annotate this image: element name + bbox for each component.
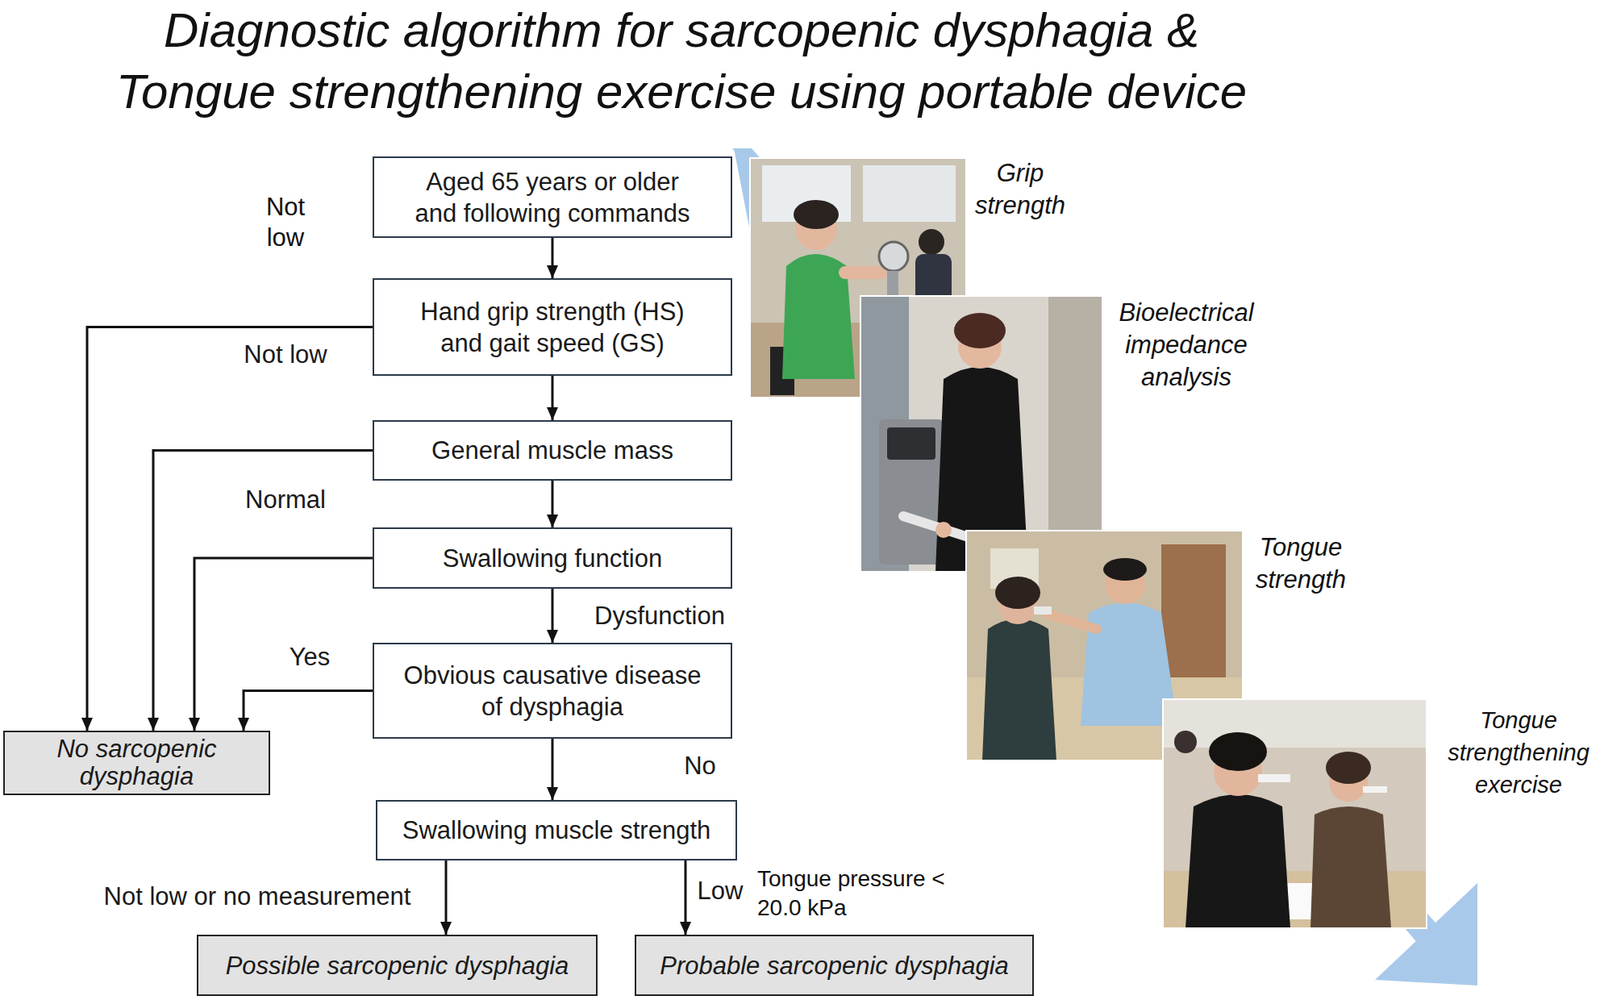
flow-arrow <box>194 558 373 731</box>
box-text: Aged 65 years or older and following com… <box>409 166 696 230</box>
photo-wall <box>1162 699 1427 748</box>
threshold-note: Tongue pressure < 20.0 kPa <box>757 864 951 923</box>
flow-arrow <box>684 860 688 935</box>
box-text: Obvious causative disease of dysphagia <box>397 659 709 723</box>
photo-person-hand <box>935 521 952 538</box>
edge-label: Yes <box>286 641 334 673</box>
flow-arrow <box>153 450 373 732</box>
photo-person-body <box>1310 806 1392 929</box>
process-box: Swallowing function <box>372 527 733 589</box>
outcome-box: Possible sarcopenic dysphagia <box>196 934 598 996</box>
flow-arrow <box>551 375 555 421</box>
branch-label: Not low <box>245 191 326 254</box>
photo-person-hair <box>995 576 1041 609</box>
diagram-title: Diagnostic algorithm for sarcopenic dysp… <box>96 0 1267 123</box>
edge-label: Normal <box>241 484 330 516</box>
photo-caption: Tongue strengthening exercise <box>1443 704 1594 801</box>
photo-wall <box>1162 699 1427 929</box>
flow-arrow <box>243 691 373 732</box>
flow-arrow <box>551 588 555 643</box>
flow-arrow <box>87 327 373 732</box>
edge-label: Low <box>694 875 747 907</box>
photo-person-arm <box>1048 614 1097 630</box>
bia-screen <box>887 427 936 460</box>
process-box: Obvious causative disease of dysphagia <box>372 642 733 739</box>
bia-device <box>879 419 944 565</box>
photo-caption: Bioelectrical impedance analysis <box>1101 296 1271 394</box>
process-box: Aged 65 years or older and following com… <box>372 156 733 238</box>
edge-label: Not low <box>240 339 330 371</box>
exercise-device <box>1258 774 1291 783</box>
box-text: Hand grip strength (HS) and gait speed (… <box>409 295 696 359</box>
cascade-band <box>732 148 1440 946</box>
photo-person-body <box>1185 794 1291 929</box>
dynamometer-dial <box>879 241 909 271</box>
photo-person-hair <box>1103 558 1147 581</box>
cascade-sliver <box>733 148 751 236</box>
flow-arrow <box>445 860 448 935</box>
flow-arrow <box>551 480 555 528</box>
outcome-box: No sarcopenic dysphagia <box>3 730 271 796</box>
box-text: Probable sarcopenic dysphagia <box>659 950 1009 982</box>
photo-door <box>1161 544 1226 682</box>
photo-person-hair <box>1208 732 1267 771</box>
photo-caption: Tongue strength <box>1240 531 1362 596</box>
photo-caption: Grip strength <box>959 157 1081 222</box>
edge-label: No <box>680 750 720 782</box>
box-text: No sarcopenic dysphagia <box>20 735 255 791</box>
photo-person-head <box>918 229 945 255</box>
photo-person-head <box>1174 730 1197 754</box>
photo-person-body <box>982 619 1057 762</box>
box-text: Swallowing muscle strength <box>402 814 712 846</box>
exercise-device <box>1362 786 1388 793</box>
box-text: Swallowing function <box>442 542 663 575</box>
photo-frame <box>1162 699 1427 929</box>
flow-arrow <box>551 738 555 800</box>
flow-arrow <box>551 237 555 279</box>
process-box: Hand grip strength (HS) and gait speed (… <box>372 278 733 376</box>
photo-person-hair <box>1325 751 1371 784</box>
tongue-probe <box>1033 606 1052 615</box>
process-box: General muscle mass <box>372 420 733 481</box>
box-text: General muscle mass <box>431 434 674 467</box>
edge-label: Dysfunction <box>591 600 729 632</box>
photo-person-hair <box>954 312 1006 349</box>
photo-window <box>862 165 956 222</box>
process-box: Swallowing muscle strength <box>375 800 738 861</box>
outcome-box: Probable sarcopenic dysphagia <box>634 934 1034 996</box>
photo-person-hair <box>793 200 839 230</box>
box-text: Possible sarcopenic dysphagia <box>225 950 570 982</box>
edge-label: Not low or no measurement <box>100 881 415 913</box>
photo-person-arm <box>838 266 888 280</box>
